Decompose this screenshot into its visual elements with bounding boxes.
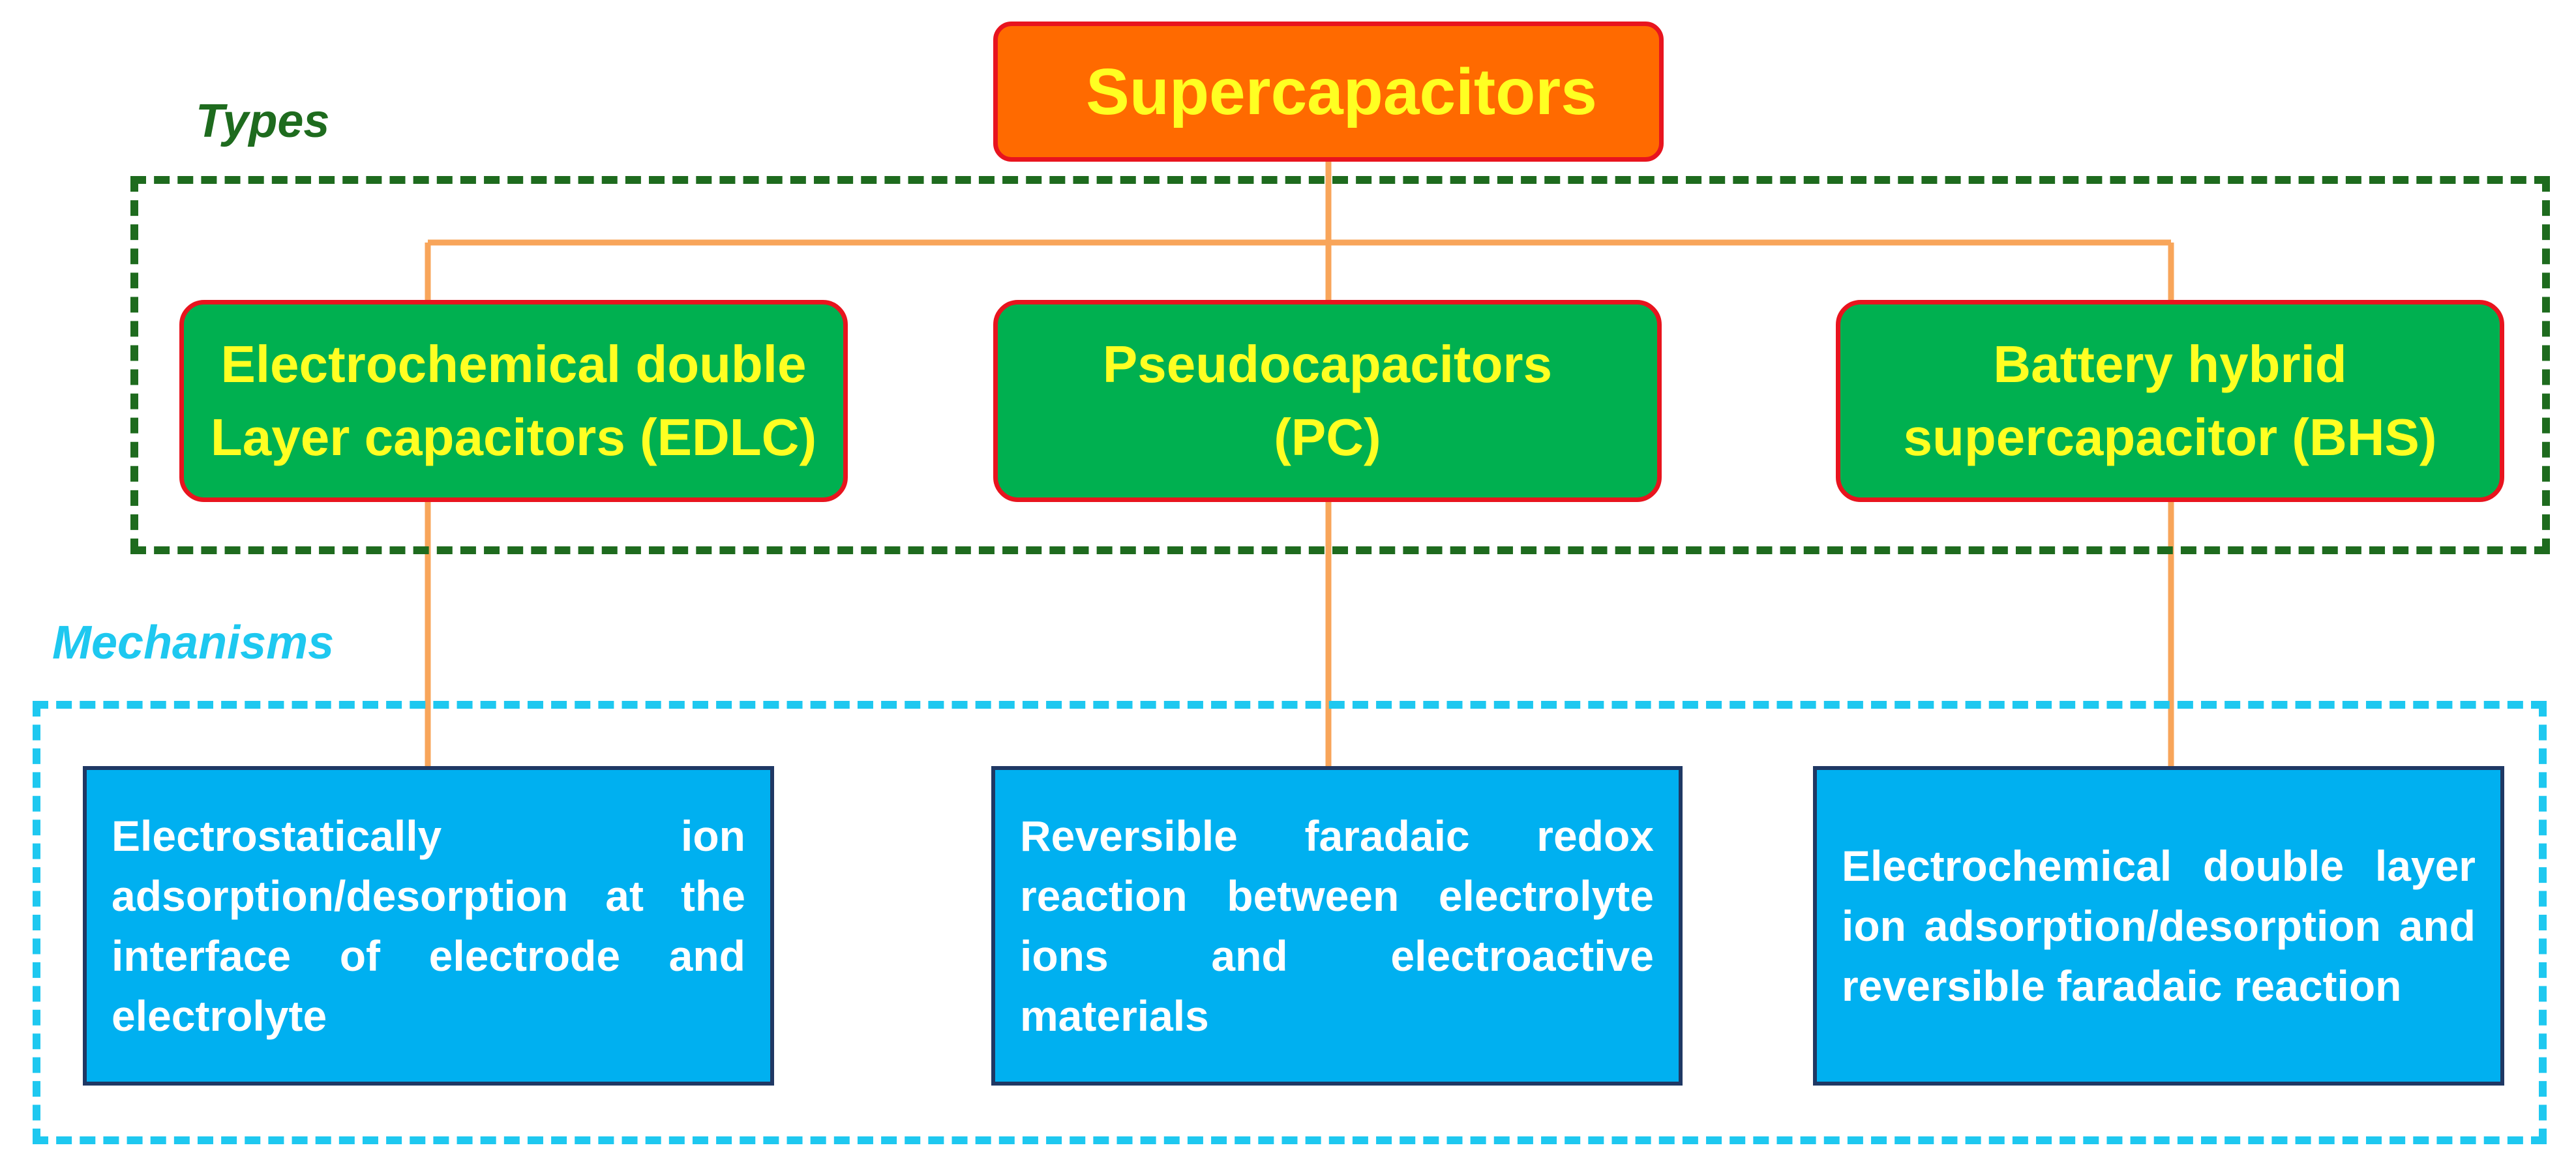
mechanism-node-text: Electrostatically ion adsorption/desorpt… [112, 812, 745, 1040]
mechanism-node-text: Reversible faradaic redox reaction betwe… [1020, 812, 1654, 1040]
mechanism-node-bhs: Electrochemical double layer ion adsorpt… [1813, 766, 2504, 1086]
mechanism-node-edlc: Electrostatically ion adsorption/desorpt… [83, 766, 774, 1086]
mechanism-node-text: Electrochemical double layer ion adsorpt… [1842, 842, 2476, 1010]
type-node-pc: Pseudocapacitors (PC) [993, 300, 1662, 502]
types-group-label: Types [196, 95, 330, 147]
mechanisms-group-frame [33, 701, 2547, 1144]
type-node-label: Pseudocapacitors (PC) [1102, 335, 1553, 466]
root-node-label: Supercapacitors [1086, 55, 1597, 128]
root-node-supercapacitors: Supercapacitors [993, 22, 1664, 162]
type-node-label: Electrochemical double Layer capacitors … [210, 335, 817, 466]
type-node-bhs: Battery hybrid supercapacitor (BHS) [1836, 300, 2504, 502]
types-group-frame [130, 176, 2550, 554]
type-node-edlc: Electrochemical double Layer capacitors … [179, 300, 848, 502]
mechanism-node-pc: Reversible faradaic redox reaction betwe… [991, 766, 1683, 1086]
type-node-label: Battery hybrid supercapacitor (BHS) [1903, 335, 2437, 466]
mechanisms-group-label: Mechanisms [52, 617, 335, 669]
